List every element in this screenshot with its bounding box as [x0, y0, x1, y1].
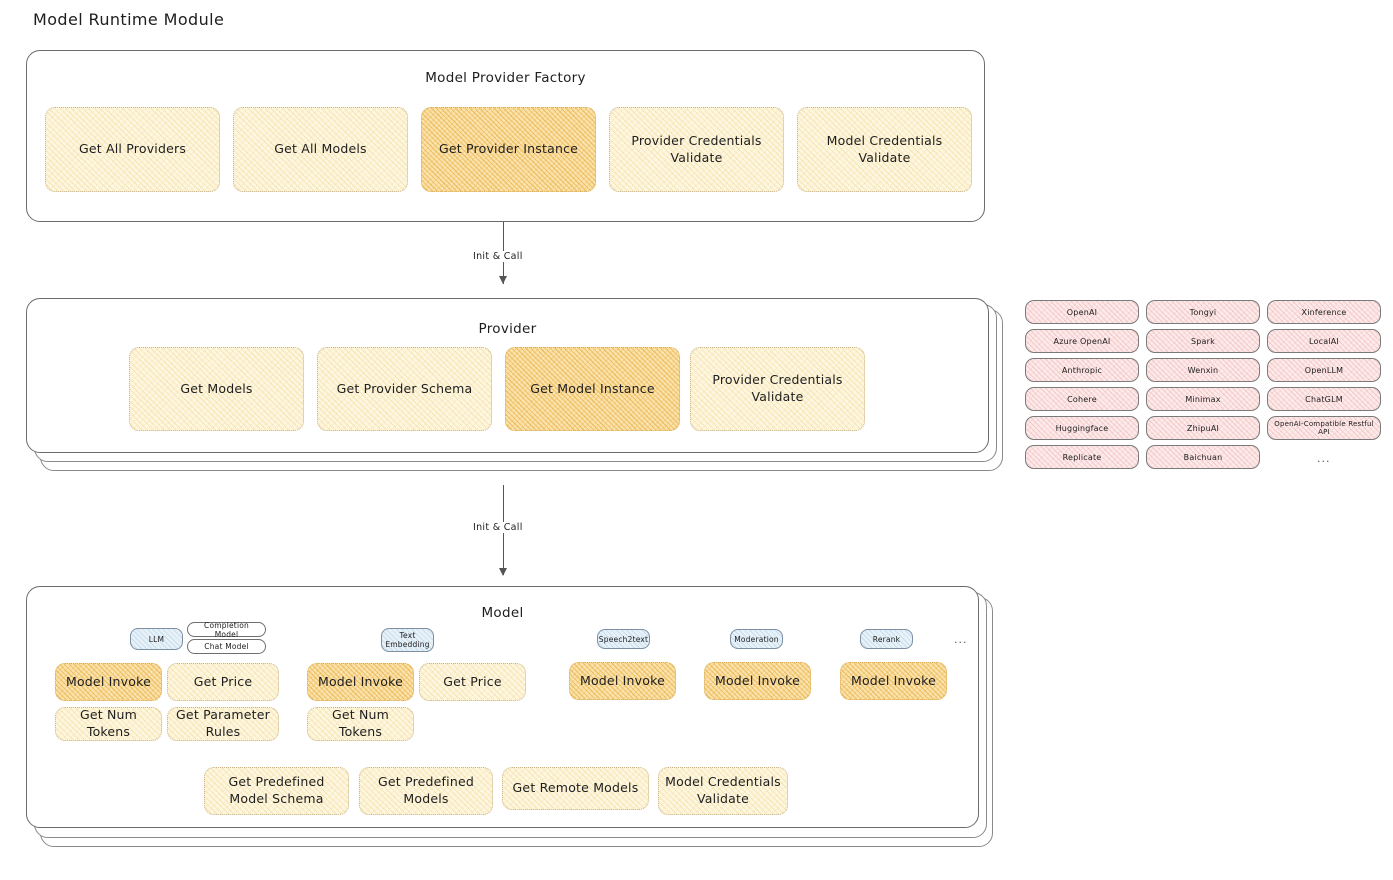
provider-chip-localai[interactable]: LocalAI — [1267, 329, 1381, 353]
provider-card-get-model-instance[interactable]: Get Model Instance — [505, 347, 680, 431]
provider-list-more-ellipsis: ... — [1317, 452, 1331, 465]
provider-chip-wenxin[interactable]: Wenxin — [1146, 358, 1260, 382]
model-type-tag-speech2text[interactable]: Speech2text — [597, 629, 650, 649]
provider-chip-zhipuai[interactable]: ZhipuAI — [1146, 416, 1260, 440]
model-title: Model — [481, 605, 524, 621]
provider-card-get-provider-schema[interactable]: Get Provider Schema — [317, 347, 492, 431]
model-type-subtag-chat-model[interactable]: Chat Model — [187, 639, 266, 654]
provider-chip-huggingface[interactable]: Huggingface — [1025, 416, 1139, 440]
arrow-provider-to-model-label: Init & Call — [470, 522, 526, 533]
provider-title: Provider — [478, 321, 537, 337]
factory-card-provider-credentials-validate[interactable]: Provider Credentials Validate — [609, 107, 784, 192]
moderation-method-model-invoke[interactable]: Model Invoke — [704, 662, 811, 700]
provider-chip-xinference[interactable]: Xinference — [1267, 300, 1381, 324]
speech2text-method-model-invoke[interactable]: Model Invoke — [569, 662, 676, 700]
arrow-provider-to-model-head — [498, 568, 507, 576]
provider-card-provider-credentials-validate[interactable]: Provider Credentials Validate — [690, 347, 865, 431]
factory-card-get-all-providers[interactable]: Get All Providers — [45, 107, 220, 192]
page-title: Model Runtime Module — [33, 10, 225, 29]
provider-chip-azure-openai[interactable]: Azure OpenAI — [1025, 329, 1139, 353]
arrow-factory-to-provider-label: Init & Call — [470, 251, 526, 262]
llm-method-model-invoke[interactable]: Model Invoke — [55, 663, 162, 701]
model-types-more-ellipsis: ... — [954, 633, 968, 646]
factory-card-get-all-models[interactable]: Get All Models — [233, 107, 408, 192]
llm-method-get-num-tokens[interactable]: Get Num Tokens — [55, 707, 162, 741]
model-shared-method-get-predefined-model-schema[interactable]: Get Predefined Model Schema — [204, 767, 349, 815]
factory-card-get-provider-instance[interactable]: Get Provider Instance — [421, 107, 596, 192]
provider-card-get-models[interactable]: Get Models — [129, 347, 304, 431]
provider-chip-cohere[interactable]: Cohere — [1025, 387, 1139, 411]
provider-chip-tongyi[interactable]: Tongyi — [1146, 300, 1260, 324]
provider-chip-minimax[interactable]: Minimax — [1146, 387, 1260, 411]
rerank-method-model-invoke[interactable]: Model Invoke — [840, 662, 947, 700]
model-type-tag-llm[interactable]: LLM — [130, 628, 183, 650]
model-box: Model LLM Completion Model Chat Model Mo… — [26, 586, 979, 828]
model-provider-factory-title: Model Provider Factory — [425, 70, 586, 86]
model-shared-method-model-credentials-validate[interactable]: Model Credentials Validate — [658, 767, 788, 815]
provider-chip-openllm[interactable]: OpenLLM — [1267, 358, 1381, 382]
model-type-tag-text-embedding[interactable]: Text Embedding — [381, 628, 434, 652]
text-embedding-method-get-price[interactable]: Get Price — [419, 663, 526, 701]
text-embedding-method-model-invoke[interactable]: Model Invoke — [307, 663, 414, 701]
llm-method-get-parameter-rules[interactable]: Get Parameter Rules — [167, 707, 279, 741]
provider-chip-chatglm[interactable]: ChatGLM — [1267, 387, 1381, 411]
llm-method-get-price[interactable]: Get Price — [167, 663, 279, 701]
arrow-factory-to-provider-head — [498, 276, 507, 284]
model-shared-method-get-predefined-models[interactable]: Get Predefined Models — [359, 767, 493, 815]
provider-chip-openai-compatible-restful-api[interactable]: OpenAI-Compatible Restful API — [1267, 416, 1381, 440]
model-provider-factory-box: Model Provider Factory Get All Providers… — [26, 50, 985, 222]
text-embedding-method-get-num-tokens[interactable]: Get Num Tokens — [307, 707, 414, 741]
provider-chip-replicate[interactable]: Replicate — [1025, 445, 1139, 469]
provider-chip-openai[interactable]: OpenAI — [1025, 300, 1139, 324]
model-type-subtag-completion-model[interactable]: Completion Model — [187, 621, 266, 639]
provider-chip-anthropic[interactable]: Anthropic — [1025, 358, 1139, 382]
factory-card-model-credentials-validate[interactable]: Model Credentials Validate — [797, 107, 972, 192]
model-type-tag-rerank[interactable]: Rerank — [860, 629, 913, 649]
model-type-tag-moderation[interactable]: Moderation — [730, 629, 783, 649]
provider-chip-baichuan[interactable]: Baichuan — [1146, 445, 1260, 469]
provider-box: Provider Get Models Get Provider Schema … — [26, 298, 989, 453]
provider-chip-spark[interactable]: Spark — [1146, 329, 1260, 353]
provider-chip-list: OpenAI Azure OpenAI Anthropic Cohere Hug… — [1025, 300, 1381, 475]
model-shared-method-get-remote-models[interactable]: Get Remote Models — [502, 767, 649, 810]
